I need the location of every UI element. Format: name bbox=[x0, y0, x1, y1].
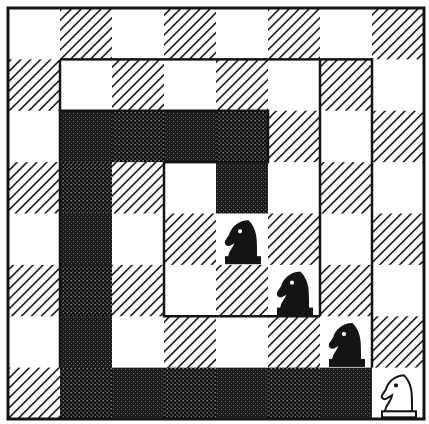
board-square[interactable] bbox=[60, 214, 113, 266]
board-square[interactable] bbox=[372, 316, 425, 368]
board-square[interactable] bbox=[60, 111, 113, 163]
board-square[interactable] bbox=[112, 111, 165, 163]
board-square[interactable] bbox=[216, 111, 269, 163]
board-square[interactable] bbox=[112, 8, 165, 60]
board-square[interactable] bbox=[268, 316, 321, 368]
board-square[interactable] bbox=[216, 316, 269, 368]
board-square[interactable] bbox=[164, 316, 217, 368]
board-square[interactable] bbox=[8, 368, 61, 420]
board-square[interactable] bbox=[268, 59, 321, 111]
board-square[interactable] bbox=[112, 214, 165, 266]
board-square[interactable] bbox=[320, 59, 373, 111]
board-square[interactable] bbox=[268, 8, 321, 60]
board-square[interactable] bbox=[60, 316, 113, 368]
board-square[interactable] bbox=[112, 59, 165, 111]
board-square[interactable] bbox=[164, 111, 217, 163]
board-square[interactable] bbox=[372, 59, 425, 111]
board-square[interactable] bbox=[216, 368, 269, 420]
board-square[interactable] bbox=[320, 265, 373, 317]
board-square[interactable] bbox=[320, 8, 373, 60]
board-square[interactable] bbox=[216, 59, 269, 111]
board-square[interactable] bbox=[372, 214, 425, 266]
board-square[interactable] bbox=[268, 111, 321, 163]
board-square[interactable] bbox=[164, 368, 217, 420]
board-square[interactable] bbox=[164, 265, 217, 317]
board-square[interactable] bbox=[60, 265, 113, 317]
board-square[interactable] bbox=[112, 316, 165, 368]
board-square[interactable] bbox=[372, 162, 425, 214]
board-square[interactable] bbox=[320, 162, 373, 214]
board-square[interactable] bbox=[60, 162, 113, 214]
board-square[interactable] bbox=[60, 8, 113, 60]
board-square[interactable] bbox=[372, 111, 425, 163]
board-square[interactable] bbox=[112, 265, 165, 317]
board-square[interactable] bbox=[372, 8, 425, 60]
board-square[interactable] bbox=[8, 265, 61, 317]
board-square[interactable] bbox=[320, 214, 373, 266]
board-square[interactable] bbox=[8, 162, 61, 214]
board-square[interactable] bbox=[164, 8, 217, 60]
board-square[interactable] bbox=[112, 162, 165, 214]
board-square[interactable] bbox=[8, 8, 61, 60]
board-square[interactable] bbox=[112, 368, 165, 420]
board-square[interactable] bbox=[60, 368, 113, 420]
board-square[interactable] bbox=[60, 59, 113, 111]
board-square[interactable] bbox=[164, 162, 217, 214]
board-square[interactable] bbox=[8, 214, 61, 266]
board-square[interactable] bbox=[216, 265, 269, 317]
board-square[interactable] bbox=[372, 265, 425, 317]
board-square[interactable] bbox=[164, 59, 217, 111]
board-square[interactable] bbox=[8, 111, 61, 163]
board-square[interactable] bbox=[268, 162, 321, 214]
board-square[interactable] bbox=[320, 111, 373, 163]
board-square[interactable] bbox=[268, 368, 321, 420]
board-square[interactable] bbox=[164, 214, 217, 266]
board-square[interactable] bbox=[8, 59, 61, 111]
board-square[interactable] bbox=[320, 368, 373, 420]
board-square[interactable] bbox=[216, 162, 269, 214]
board-square[interactable] bbox=[268, 214, 321, 266]
board-square[interactable] bbox=[8, 316, 61, 368]
board-square[interactable] bbox=[216, 8, 269, 60]
